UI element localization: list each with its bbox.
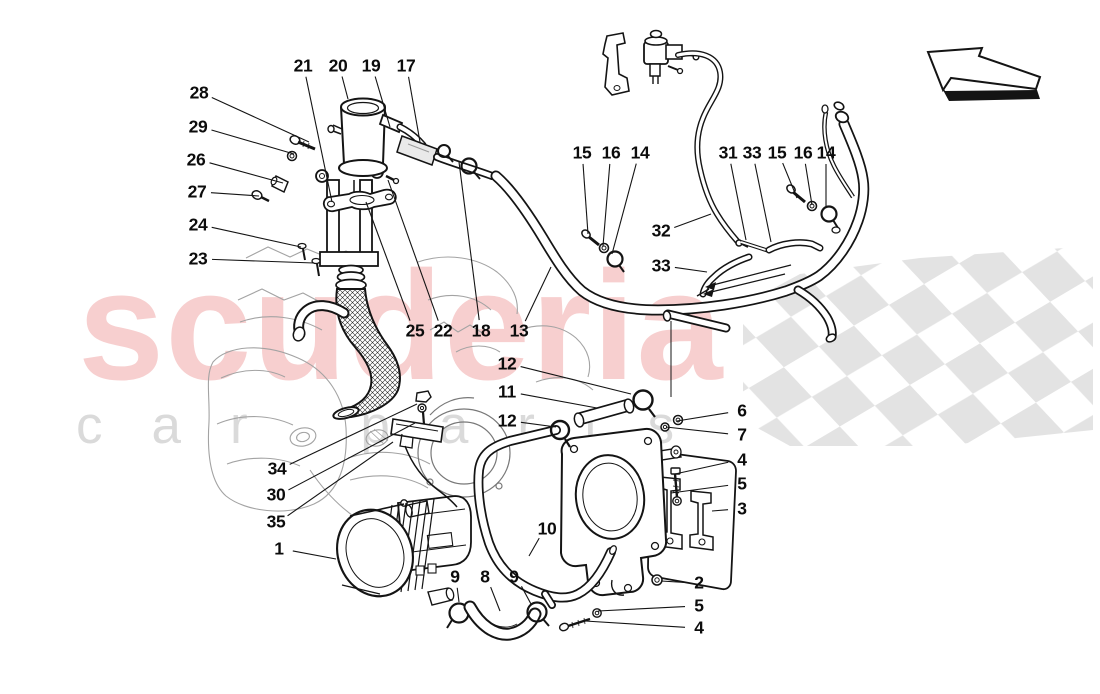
checkered-flag-decoration [743,246,1093,446]
solenoid-valve-assembly [602,29,749,248]
engine-bell-opening [417,397,511,498]
air-pump [336,495,472,606]
direction-arrow-icon [926,46,1042,101]
callout-leader-lines [209,76,827,628]
corrugated-hose [292,288,401,420]
gasket-ring-plate [559,427,668,597]
engine-background-lines [207,246,594,531]
left-fasteners [251,135,321,277]
pipe-11-assembly [549,321,672,448]
middle-hardware [390,390,458,508]
main-pipe-13 [490,101,870,343]
hose-8-assembly [446,600,550,641]
pipe-10 [473,425,617,609]
junction-hoses [581,184,841,298]
air-valve-assembly [315,97,496,292]
